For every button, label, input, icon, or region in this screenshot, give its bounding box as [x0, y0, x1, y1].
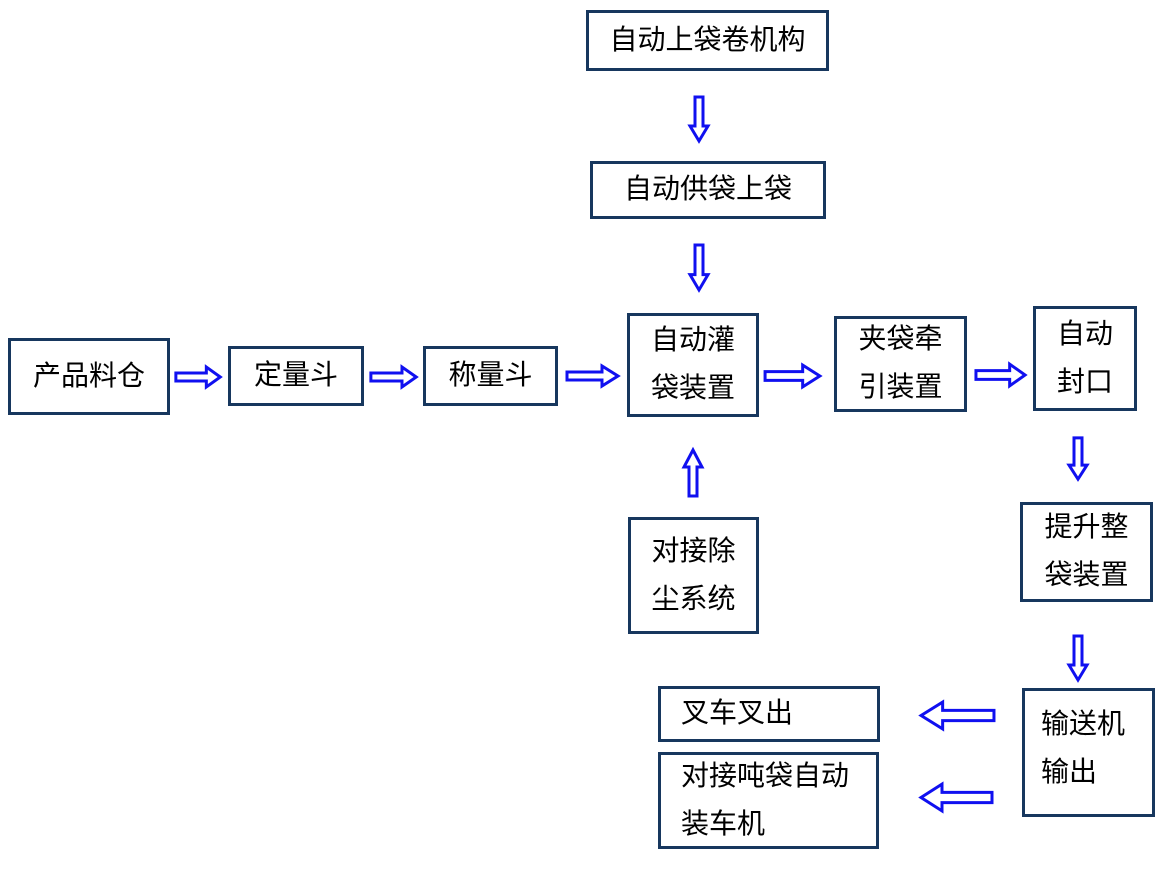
- node-label-line: 称量斗: [448, 360, 533, 392]
- arrow-clamp-to-seal-right-icon: [975, 363, 1027, 387]
- node-label-line: 叉车叉出: [681, 698, 794, 730]
- node-label-line: 袋装置: [1044, 560, 1129, 591]
- node-label-line: 袋装置: [650, 373, 735, 404]
- arrow-weighing-to-filling-right-icon: [566, 365, 620, 387]
- node-label-line: 对接吨袋自动: [681, 760, 850, 792]
- node-label: 叉车叉出: [681, 697, 793, 731]
- node-whole-bag-lifting-device: 提升整 袋装置: [1020, 502, 1153, 602]
- node-label: 对接吨袋自动 装车机: [681, 753, 849, 848]
- node-label: 称量斗: [448, 359, 532, 393]
- node-label: 自动灌 袋装置: [651, 317, 735, 412]
- node-label: 输送机 输出: [1041, 701, 1125, 796]
- node-label: 产品料仓: [33, 360, 145, 394]
- node-label-line: 引装置: [858, 372, 943, 403]
- arrow-dosing-to-weighing-right-icon: [370, 366, 418, 388]
- arrow-filling-to-clamp-right-icon: [764, 364, 822, 388]
- node-label-line: 自动灌: [650, 325, 735, 357]
- arrow-silo-to-dosing-right-icon: [175, 366, 222, 388]
- node-label: 自动上袋卷机构: [609, 24, 805, 58]
- node-auto-sealing: 自动 封口: [1033, 306, 1137, 411]
- node-ton-bag-truck-loader: 对接吨袋自动 装车机: [658, 752, 879, 849]
- node-conveyor-output: 输送机 输出: [1022, 688, 1155, 817]
- node-label: 夹袋牵 引装置: [858, 316, 942, 411]
- node-label-line: 对接除: [651, 535, 736, 567]
- arrow-lift-to-conveyor-down-icon: [1068, 635, 1088, 682]
- arrow-bagsupply-to-filling-down-icon: [689, 244, 709, 292]
- node-label-line: 提升整: [1044, 512, 1129, 544]
- node-dust-removal-system: 对接除 尘系统: [628, 517, 759, 634]
- node-auto-bag-roll-mechanism: 自动上袋卷机构: [586, 10, 829, 71]
- node-auto-filling-device: 自动灌 袋装置: [627, 313, 759, 417]
- arrow-seal-to-lift-down-icon: [1068, 437, 1088, 481]
- arrow-bagroll-to-bagsupply-down-icon: [689, 96, 709, 143]
- node-label-line: 产品料仓: [32, 360, 145, 392]
- node-weighing-hopper: 称量斗: [423, 346, 558, 406]
- node-dosing-hopper: 定量斗: [228, 346, 364, 406]
- node-label-line: 封口: [1056, 366, 1113, 398]
- node-label-line: 输送机: [1041, 709, 1126, 740]
- arrow-dust-to-filling-up-icon: [683, 448, 703, 497]
- node-label-line: 输出: [1041, 756, 1098, 788]
- node-label-line: 自动供袋上袋: [623, 174, 792, 206]
- node-label-line: 装车机: [681, 808, 766, 840]
- node-auto-bag-supply: 自动供袋上袋: [590, 161, 826, 219]
- node-label: 对接除 尘系统: [651, 528, 735, 623]
- node-label-line: 自动: [1056, 318, 1113, 350]
- node-label-line: 自动上袋卷机构: [609, 24, 806, 56]
- node-label: 提升整 袋装置: [1044, 504, 1128, 599]
- node-label-line: 夹袋牵: [858, 324, 943, 356]
- node-label: 定量斗: [254, 359, 338, 393]
- node-label: 自动 封口: [1057, 311, 1113, 406]
- node-label-line: 尘系统: [651, 583, 736, 615]
- node-product-silo: 产品料仓: [8, 338, 170, 415]
- node-label: 自动供袋上袋: [624, 173, 792, 207]
- node-bag-clamp-traction-device: 夹袋牵 引装置: [834, 316, 967, 412]
- node-forklift-out: 叉车叉出: [658, 686, 880, 742]
- node-label-line: 定量斗: [253, 360, 338, 392]
- arrow-conveyor-to-loader-left-icon: [918, 782, 993, 813]
- arrow-conveyor-to-forklift-left-icon: [918, 700, 995, 731]
